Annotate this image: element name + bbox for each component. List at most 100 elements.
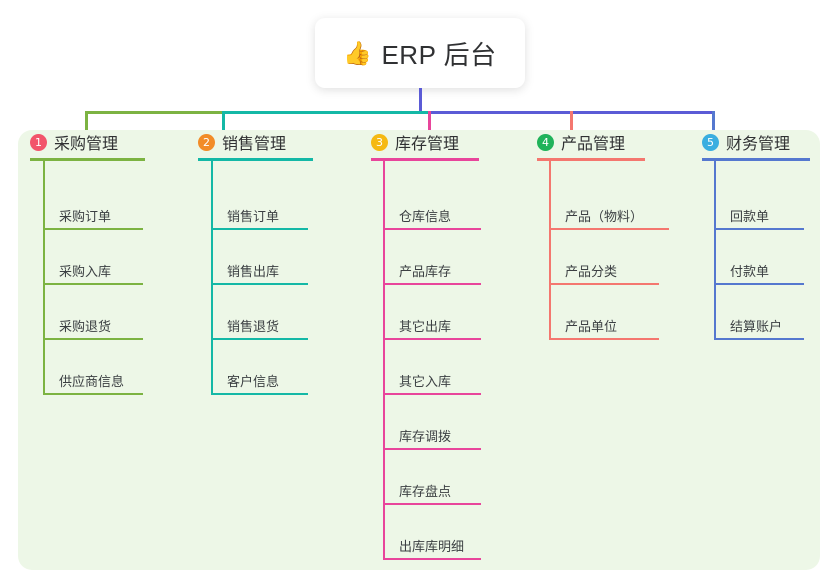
branch-header-rule xyxy=(198,158,313,161)
branch-drop-3 xyxy=(428,111,431,141)
leaf-node-rule xyxy=(549,228,669,230)
branch-title: 产品管理 xyxy=(561,136,626,153)
leaf-node-rule xyxy=(383,503,481,505)
leaf-node-label: 产品单位 xyxy=(565,319,618,334)
leaf-node-label: 库存盘点 xyxy=(399,484,452,499)
leaf-node-rule xyxy=(43,283,143,285)
leaf-node-label: 结算账户 xyxy=(730,319,783,334)
branch-header-rule xyxy=(702,158,810,161)
leaf-node[interactable]: 出库库明细 xyxy=(383,522,481,560)
root-stem-connector xyxy=(419,88,422,114)
branch-index-badge: 1 xyxy=(30,133,47,151)
leaf-node[interactable]: 销售出库 xyxy=(211,247,308,285)
leaf-node-label: 客户信息 xyxy=(227,374,280,389)
branch-index-badge: 4 xyxy=(537,133,554,151)
leaf-node-rule xyxy=(43,228,143,230)
leaf-node-rule xyxy=(714,338,804,340)
leaf-node-label: 采购入库 xyxy=(59,264,112,279)
branch-title: 销售管理 xyxy=(222,136,287,153)
branch-drop-2 xyxy=(222,111,225,141)
leaf-node-label: 供应商信息 xyxy=(59,374,125,389)
leaf-node-rule xyxy=(714,228,804,230)
branch-spine xyxy=(383,161,385,560)
leaf-node-label: 销售出库 xyxy=(227,264,280,279)
branch-header-2[interactable]: 2 销售管理 xyxy=(198,130,286,154)
leaf-node-label: 其它入库 xyxy=(399,374,452,389)
leaf-node-rule xyxy=(383,558,481,560)
leaf-node-rule xyxy=(211,283,308,285)
leaf-node-rule xyxy=(383,283,481,285)
leaf-node[interactable]: 其它入库 xyxy=(383,357,481,395)
segment-purchase-to-sales xyxy=(85,111,223,114)
leaf-node[interactable]: 供应商信息 xyxy=(43,357,143,395)
leaf-node[interactable]: 结算账户 xyxy=(714,302,804,340)
branch-spine xyxy=(211,161,213,395)
branch-spine xyxy=(549,161,551,340)
branch-title: 财务管理 xyxy=(726,136,791,153)
leaf-node-label: 销售退货 xyxy=(227,319,280,334)
leaf-node-label: 库存调拨 xyxy=(399,429,452,444)
leaf-node-label: 回款单 xyxy=(730,209,770,224)
leaf-node[interactable]: 产品分类 xyxy=(549,247,659,285)
leaf-node-rule xyxy=(43,393,143,395)
branch-drop-1 xyxy=(85,111,88,141)
leaf-node-rule xyxy=(383,228,481,230)
leaf-node-rule xyxy=(383,393,481,395)
leaf-node[interactable]: 仓库信息 xyxy=(383,192,481,230)
branch-title: 库存管理 xyxy=(395,136,460,153)
branch-header-1[interactable]: 1 采购管理 xyxy=(30,130,118,154)
leaf-node[interactable]: 库存调拨 xyxy=(383,412,481,450)
leaf-node-label: 销售订单 xyxy=(227,209,280,224)
leaf-node[interactable]: 销售订单 xyxy=(211,192,308,230)
branch-drop-4 xyxy=(570,111,573,141)
root-node-label: ERP 后台 xyxy=(381,39,497,70)
leaf-node-rule xyxy=(714,283,804,285)
branch-header-rule xyxy=(371,158,479,161)
leaf-node[interactable]: 产品库存 xyxy=(383,247,481,285)
leaf-node[interactable]: 回款单 xyxy=(714,192,804,230)
branch-index-badge: 5 xyxy=(702,133,719,151)
leaf-node-rule xyxy=(211,228,308,230)
leaf-node[interactable]: 采购退货 xyxy=(43,302,143,340)
leaf-node-rule xyxy=(211,393,308,395)
leaf-node[interactable]: 产品（物料） xyxy=(549,192,669,230)
branch-header-3[interactable]: 3 库存管理 xyxy=(371,130,459,154)
leaf-node-label: 付款单 xyxy=(730,264,770,279)
branch-header-rule xyxy=(30,158,145,161)
leaf-node[interactable]: 产品单位 xyxy=(549,302,659,340)
leaf-node[interactable]: 付款单 xyxy=(714,247,804,285)
leaf-node-label: 产品（物料） xyxy=(565,209,644,224)
branch-spine xyxy=(714,161,716,340)
leaf-node-label: 出库库明细 xyxy=(399,539,465,554)
leaf-node[interactable]: 销售退货 xyxy=(211,302,308,340)
branch-index-badge: 2 xyxy=(198,133,215,151)
leaf-node[interactable]: 库存盘点 xyxy=(383,467,481,505)
leaf-node-rule xyxy=(211,338,308,340)
branch-spine xyxy=(43,161,45,395)
leaf-node[interactable]: 采购入库 xyxy=(43,247,143,285)
branch-drop-5 xyxy=(712,111,715,141)
root-node-title: 👍 ERP 后台 xyxy=(343,35,496,72)
leaf-node-rule xyxy=(383,448,481,450)
branch-header-rule xyxy=(537,158,645,161)
leaf-node-label: 采购订单 xyxy=(59,209,112,224)
leaf-node[interactable]: 客户信息 xyxy=(211,357,308,395)
branch-header-4[interactable]: 4 产品管理 xyxy=(537,130,625,154)
leaf-node-label: 产品库存 xyxy=(399,264,452,279)
branch-column-2: 2 销售管理销售订单销售出库销售退货客户信息 xyxy=(198,130,313,395)
root-node-card[interactable]: 👍 ERP 后台 xyxy=(315,18,525,88)
leaf-node-rule xyxy=(549,283,659,285)
leaf-node-rule xyxy=(43,338,143,340)
thumbs-up-emoji: 👍 xyxy=(343,39,373,66)
branch-column-1: 1 采购管理采购订单采购入库采购退货供应商信息 xyxy=(30,130,145,395)
leaf-node-label: 产品分类 xyxy=(565,264,618,279)
leaf-node-label: 采购退货 xyxy=(59,319,112,334)
branch-header-5[interactable]: 5 财务管理 xyxy=(702,130,790,154)
branch-index-badge: 3 xyxy=(371,133,388,151)
leaf-node-rule xyxy=(383,338,481,340)
branch-column-5: 5 财务管理回款单付款单结算账户 xyxy=(702,130,810,340)
leaf-node[interactable]: 采购订单 xyxy=(43,192,143,230)
branch-title: 采购管理 xyxy=(54,136,119,153)
leaf-node[interactable]: 其它出库 xyxy=(383,302,481,340)
